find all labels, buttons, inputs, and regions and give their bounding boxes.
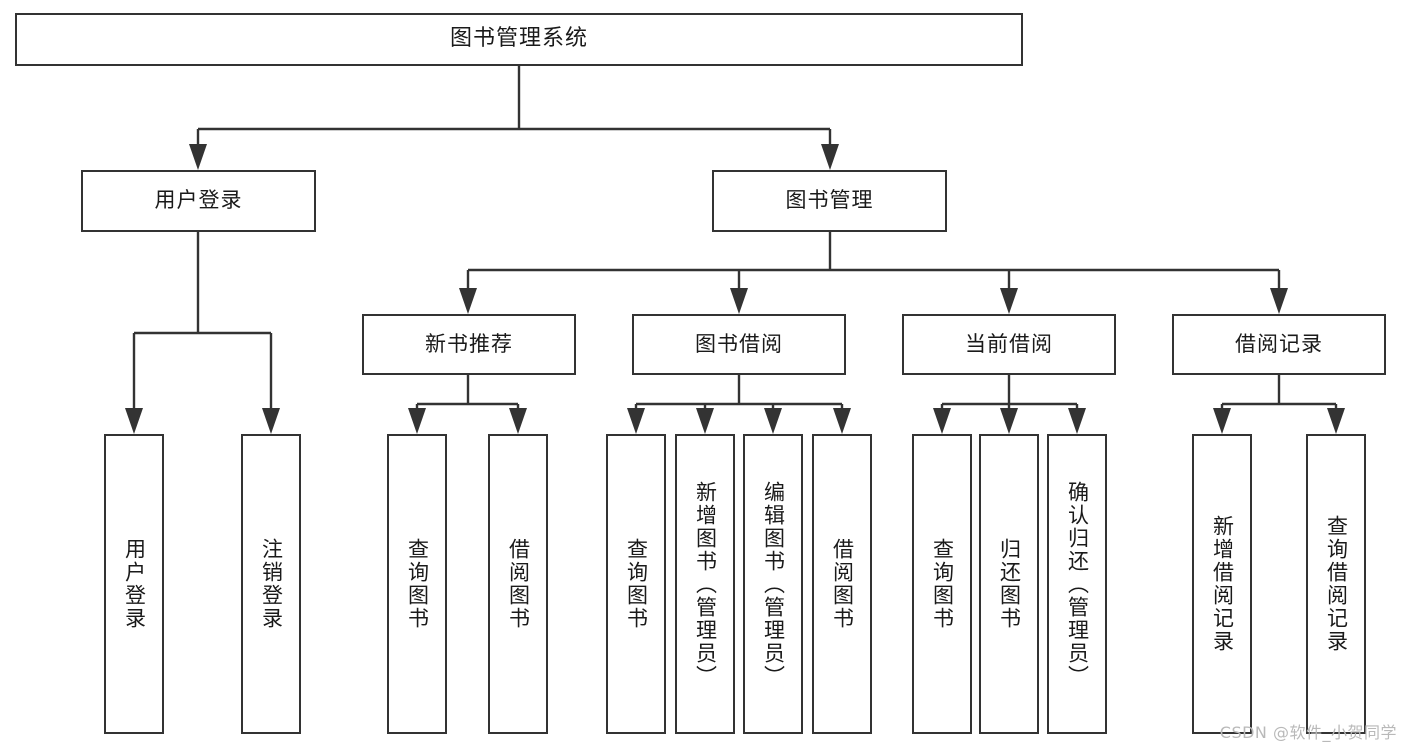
node-leaf-borrow-book-1-label: 借阅图书 [506, 538, 531, 630]
arrow-query-book-1 [408, 408, 426, 434]
node-borrow-record-label: 借阅记录 [1235, 331, 1323, 356]
arrow-leaf-user-login [125, 408, 143, 434]
node-user-login[interactable]: 用户登录 [81, 170, 316, 232]
arrow-book-borrow [730, 288, 748, 314]
node-leaf-add-book-label: 新增图书（管理员） [693, 480, 718, 688]
arrow-new-book-recommend [459, 288, 477, 314]
arrow-borrow-book-2 [833, 408, 851, 434]
node-book-management-label: 图书管理 [785, 188, 874, 213]
node-leaf-query-book-1-label: 查询图书 [405, 538, 430, 630]
node-current-borrow[interactable]: 当前借阅 [902, 314, 1116, 375]
node-current-borrow-label: 当前借阅 [965, 331, 1053, 356]
node-leaf-add-borrow-record-label: 新增借阅记录 [1210, 515, 1235, 653]
arrow-leaf-logout-login [262, 408, 280, 434]
node-book-borrow-label: 图书借阅 [695, 331, 783, 356]
arrow-borrow-book-1 [509, 408, 527, 434]
arrow-query-book-3 [933, 408, 951, 434]
node-book-borrow[interactable]: 图书借阅 [632, 314, 846, 375]
node-leaf-add-book[interactable]: 新增图书（管理员） [675, 434, 735, 734]
node-leaf-query-book-3[interactable]: 查询图书 [912, 434, 972, 734]
node-user-login-label: 用户登录 [154, 188, 243, 213]
node-leaf-borrow-book-2[interactable]: 借阅图书 [812, 434, 872, 734]
node-leaf-query-book-3-label: 查询图书 [930, 538, 955, 630]
node-book-management[interactable]: 图书管理 [712, 170, 947, 232]
node-leaf-query-borrow-record[interactable]: 查询借阅记录 [1306, 434, 1366, 734]
arrow-add-borrow-record [1213, 408, 1231, 434]
node-leaf-edit-book-label: 编辑图书（管理员） [761, 480, 786, 688]
node-root[interactable]: 图书管理系统 [15, 13, 1023, 66]
node-leaf-confirm-return-label: 确认归还（管理员） [1065, 480, 1090, 688]
node-leaf-logout-login-label: 注销登录 [259, 538, 284, 630]
arrow-book-management [821, 144, 839, 170]
node-new-book-recommend-label: 新书推荐 [425, 331, 513, 356]
node-leaf-query-book-1[interactable]: 查询图书 [387, 434, 447, 734]
node-new-book-recommend[interactable]: 新书推荐 [362, 314, 576, 375]
node-leaf-borrow-book-1[interactable]: 借阅图书 [488, 434, 548, 734]
node-leaf-query-book-2-label: 查询图书 [624, 538, 649, 630]
arrow-borrow-record [1270, 288, 1288, 314]
node-borrow-record[interactable]: 借阅记录 [1172, 314, 1386, 375]
csdn-watermark: CSDN @软件_小贺同学 [1219, 723, 1397, 742]
node-leaf-user-login[interactable]: 用户登录 [104, 434, 164, 734]
node-root-label: 图书管理系统 [449, 26, 588, 52]
arrow-query-borrow-record [1327, 408, 1345, 434]
node-leaf-return-book[interactable]: 归还图书 [979, 434, 1039, 734]
node-leaf-edit-book[interactable]: 编辑图书（管理员） [743, 434, 803, 734]
arrow-confirm-return [1068, 408, 1086, 434]
arrow-return-book [1000, 408, 1018, 434]
node-leaf-return-book-label: 归还图书 [997, 538, 1022, 630]
arrow-query-book-2 [627, 408, 645, 434]
node-leaf-query-book-2[interactable]: 查询图书 [606, 434, 666, 734]
node-leaf-borrow-book-2-label: 借阅图书 [830, 538, 855, 630]
arrow-add-book [696, 408, 714, 434]
node-leaf-add-borrow-record[interactable]: 新增借阅记录 [1192, 434, 1252, 734]
node-leaf-logout-login[interactable]: 注销登录 [241, 434, 301, 734]
node-leaf-confirm-return[interactable]: 确认归还（管理员） [1047, 434, 1107, 734]
node-leaf-user-login-label: 用户登录 [122, 538, 147, 630]
arrow-edit-book [764, 408, 782, 434]
arrow-user-login [189, 144, 207, 170]
node-leaf-query-borrow-record-label: 查询借阅记录 [1324, 515, 1349, 653]
arrow-current-borrow [1000, 288, 1018, 314]
